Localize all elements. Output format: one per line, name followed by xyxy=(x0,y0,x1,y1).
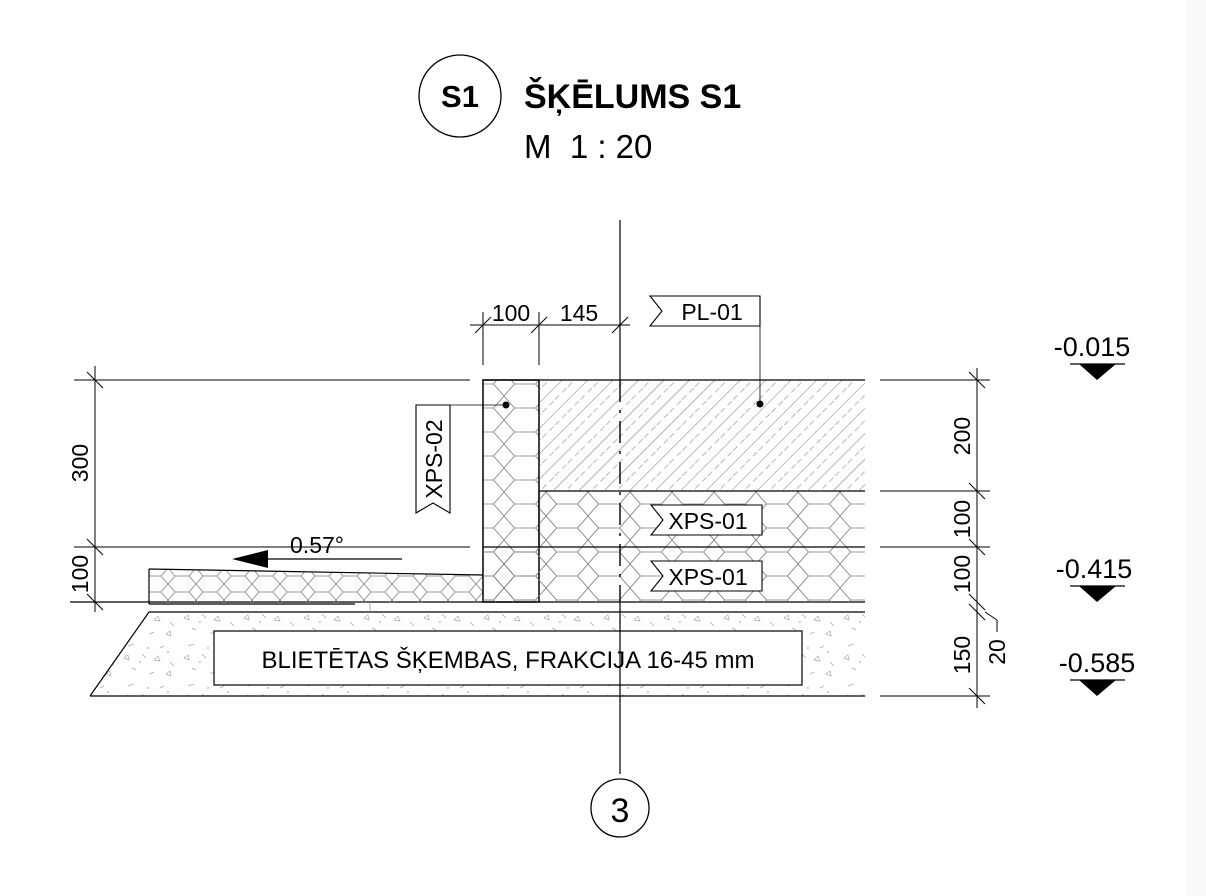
level-marker-bottom: -0.585 xyxy=(1059,648,1136,696)
dim-right-200: 200 xyxy=(949,417,975,455)
dim-right-100-upper: 100 xyxy=(949,500,975,538)
pl01-label: PL-01 xyxy=(681,299,742,325)
slope-label: 0.57° xyxy=(290,532,344,558)
xps02-label: XPS-02 xyxy=(421,419,447,498)
right-dimensions: 200 100 100 150 20 xyxy=(880,368,1010,708)
sloped-xps-layer xyxy=(148,568,484,605)
slope-arrow: 0.57° xyxy=(232,532,402,568)
xps01-label-upper: XPS-01 xyxy=(668,508,747,534)
gravel-label: BLIETĒTAS ŠĶEMBAS, FRAKCIJA 16-45 mm xyxy=(261,646,754,674)
dim-left-300: 300 xyxy=(67,444,93,482)
dim-right-100-lower: 100 xyxy=(949,555,975,593)
page-margin-strip xyxy=(1186,0,1206,896)
gravel-label-box xyxy=(213,630,803,686)
level-marker-top: -0.015 xyxy=(1054,332,1131,380)
dim-left-100: 100 xyxy=(67,555,93,593)
dim-top-100: 100 xyxy=(492,300,530,326)
title-badge-circle xyxy=(418,54,502,138)
xps01-tag-upper: XPS-01 xyxy=(649,504,763,536)
xps01-label-lower: XPS-01 xyxy=(668,564,747,590)
dim-top-145: 145 xyxy=(560,300,598,326)
axis-3: 3 xyxy=(590,220,650,838)
title-badge-text: S1 xyxy=(441,79,479,114)
title-scale: M 1 : 20 xyxy=(524,128,652,165)
title-block: S1 ŠĶĒLUMS S1 M 1 : 20 xyxy=(418,54,741,165)
level-marker-middle: -0.415 xyxy=(1056,554,1133,602)
gravel-layer: BLIETĒTAS ŠĶEMBAS, FRAKCIJA 16-45 mm xyxy=(89,611,865,697)
xps01-tag-lower: XPS-01 xyxy=(649,560,763,592)
top-dimensions: 100 145 xyxy=(470,300,630,365)
axis-3-label: 3 xyxy=(611,792,630,830)
left-dimensions: 300 100 xyxy=(67,366,470,612)
title-name: ŠĶĒLUMS S1 xyxy=(524,77,741,116)
pl01-slab xyxy=(483,379,865,491)
level-middle-label: -0.415 xyxy=(1056,554,1133,584)
level-top-label: -0.015 xyxy=(1054,332,1131,362)
dim-right-20: 20 xyxy=(984,639,1010,665)
pl01-tag: PL-01 xyxy=(648,295,764,408)
level-bottom-label: -0.585 xyxy=(1059,648,1136,678)
xps02-tag: XPS-02 xyxy=(415,401,510,514)
dim-right-150: 150 xyxy=(949,636,975,674)
